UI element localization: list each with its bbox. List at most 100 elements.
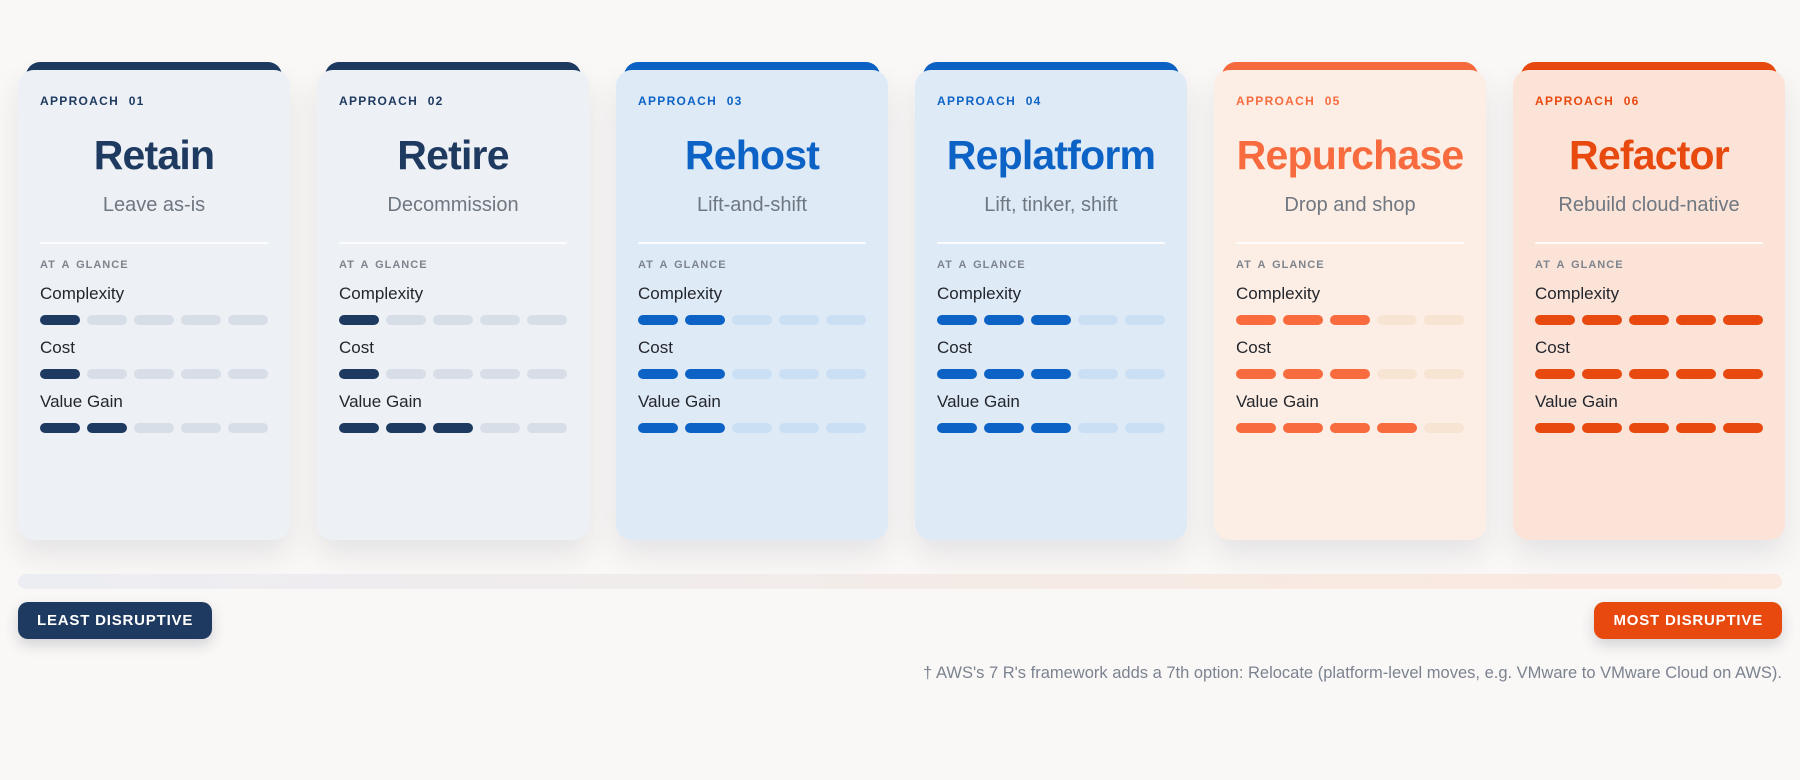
segments: [1535, 423, 1763, 433]
segment-filled: [87, 423, 127, 433]
metrics: Complexity Cost Value Gain: [1535, 284, 1763, 433]
segment-filled: [386, 423, 426, 433]
card-title: Rehost: [684, 132, 820, 178]
segment-empty: [826, 315, 866, 325]
segment-empty: [1125, 423, 1165, 433]
metrics: Complexity Cost Value Gain: [638, 284, 866, 433]
metric-row: Cost: [638, 338, 866, 379]
segment-filled: [1629, 315, 1669, 325]
segment-filled: [433, 423, 473, 433]
metric-label: Complexity: [339, 284, 424, 303]
metric-label: Value Gain: [638, 392, 721, 411]
segment-empty: [1377, 369, 1417, 379]
card-body: APPROACH 03 Rehost Lift-and-shift AT A G…: [616, 70, 888, 540]
card-body: APPROACH 05 Repurchase Drop and shop AT …: [1214, 70, 1486, 540]
approach-card: APPROACH 06 Refactor Rebuild cloud-nativ…: [1513, 62, 1785, 540]
segment-empty: [480, 423, 520, 433]
at-a-glance-label: AT A GLANCE: [638, 259, 727, 271]
metric-label: Value Gain: [339, 392, 422, 411]
approach-label: APPROACH 02: [339, 94, 444, 108]
segment-filled: [1535, 315, 1575, 325]
segments: [638, 423, 866, 433]
segment-filled: [1330, 315, 1370, 325]
segment-filled: [984, 423, 1024, 433]
segment-filled: [339, 423, 379, 433]
segment-empty: [228, 423, 268, 433]
metric-label: Complexity: [40, 284, 125, 303]
metric-row: Complexity: [339, 284, 567, 325]
metric-row: Complexity: [1535, 284, 1763, 325]
segment-filled: [40, 423, 80, 433]
card-subtitle: Drop and shop: [1284, 194, 1416, 216]
card-subtitle: Decommission: [387, 194, 519, 216]
approach-card: APPROACH 04 Replatform Lift, tinker, shi…: [915, 62, 1187, 540]
segment-filled: [1582, 369, 1622, 379]
at-a-glance-label: AT A GLANCE: [1236, 259, 1325, 271]
segment-filled: [1676, 369, 1716, 379]
card-title: Refactor: [1569, 132, 1730, 178]
segments: [40, 315, 268, 325]
segment-empty: [1078, 315, 1118, 325]
approach-card: APPROACH 02 Retire Decommission AT A GLA…: [317, 62, 589, 540]
segment-empty: [1078, 369, 1118, 379]
metric-label: Cost: [339, 338, 374, 357]
metric-row: Value Gain: [1236, 392, 1464, 433]
metric-row: Value Gain: [339, 392, 567, 433]
approach-card: APPROACH 03 Rehost Lift-and-shift AT A G…: [616, 62, 888, 540]
segment-empty: [433, 369, 473, 379]
segment-filled: [1723, 369, 1763, 379]
approach-label: APPROACH 01: [40, 94, 145, 108]
most-disruptive-button[interactable]: MOST DISRUPTIVE: [1594, 602, 1782, 639]
divider: [638, 242, 866, 244]
metric-label: Complexity: [638, 284, 723, 303]
metric-label: Cost: [1535, 338, 1570, 357]
segments: [1236, 315, 1464, 325]
segments: [1236, 423, 1464, 433]
segment-filled: [1283, 423, 1323, 433]
metric-label: Complexity: [1236, 284, 1321, 303]
card-body: APPROACH 01 Retain Leave as-is AT A GLAN…: [18, 70, 290, 540]
segment-filled: [1676, 423, 1716, 433]
metric-row: Cost: [1236, 338, 1464, 379]
metric-label: Cost: [1236, 338, 1271, 357]
card-title: Repurchase: [1236, 132, 1465, 178]
segment-filled: [937, 369, 977, 379]
at-a-glance-label: AT A GLANCE: [937, 259, 1026, 271]
segment-empty: [779, 423, 819, 433]
segment-filled: [1031, 315, 1071, 325]
card-subtitle: Rebuild cloud-native: [1558, 194, 1740, 216]
segments: [937, 369, 1165, 379]
metric-label: Value Gain: [40, 392, 123, 411]
segment-filled: [1236, 423, 1276, 433]
cards-row: APPROACH 01 Retain Leave as-is AT A GLAN…: [18, 62, 1785, 540]
divider: [339, 242, 567, 244]
least-disruptive-button[interactable]: LEAST DISRUPTIVE: [18, 602, 213, 639]
approach-card: APPROACH 01 Retain Leave as-is AT A GLAN…: [18, 62, 290, 540]
card-body: APPROACH 02 Retire Decommission AT A GLA…: [317, 70, 589, 540]
card-body: APPROACH 04 Replatform Lift, tinker, shi…: [915, 70, 1187, 540]
segment-empty: [732, 315, 772, 325]
metric-row: Cost: [1535, 338, 1763, 379]
at-a-glance-label: AT A GLANCE: [1535, 259, 1624, 271]
segment-filled: [685, 315, 725, 325]
segment-filled: [1330, 423, 1370, 433]
segment-empty: [732, 423, 772, 433]
metric-label: Complexity: [937, 284, 1022, 303]
segment-empty: [228, 369, 268, 379]
segments: [1535, 315, 1763, 325]
segment-empty: [181, 423, 221, 433]
segment-filled: [1582, 423, 1622, 433]
segment-empty: [480, 315, 520, 325]
segment-filled: [1283, 369, 1323, 379]
segments: [339, 423, 567, 433]
metric-row: Value Gain: [40, 392, 268, 433]
approach-label: APPROACH 03: [638, 94, 743, 108]
segments: [40, 369, 268, 379]
segment-empty: [480, 369, 520, 379]
segments: [638, 369, 866, 379]
segment-filled: [1676, 315, 1716, 325]
segment-filled: [1236, 315, 1276, 325]
disruption-gradient-track: [18, 574, 1782, 589]
card-title: Retain: [93, 132, 215, 178]
segments: [937, 423, 1165, 433]
